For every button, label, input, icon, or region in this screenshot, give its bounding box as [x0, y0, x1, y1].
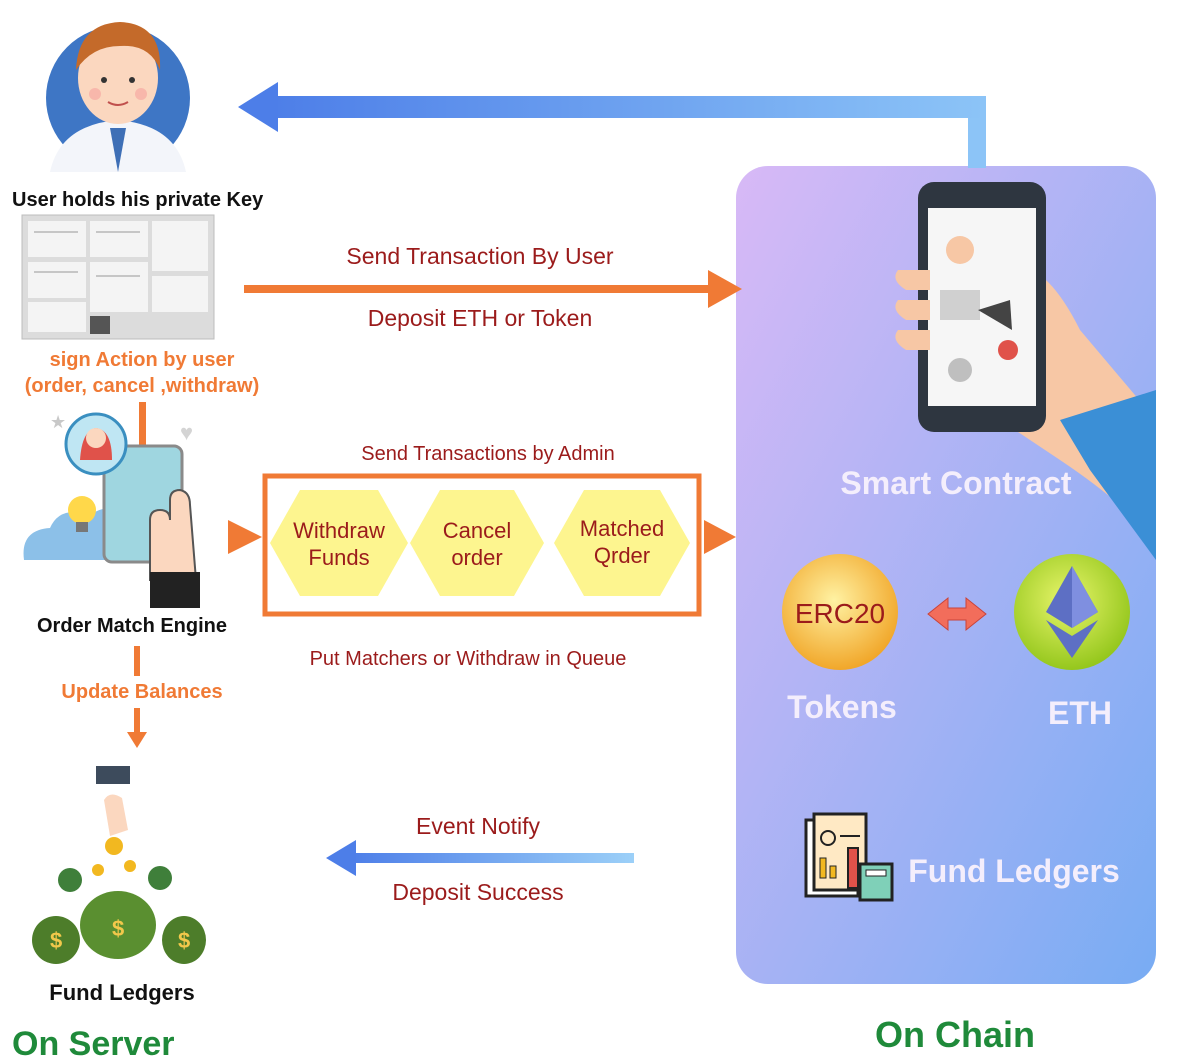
event-notify-label: Event Notify — [416, 813, 540, 839]
svg-text:★: ★ — [50, 412, 66, 432]
svg-text:$: $ — [50, 928, 62, 953]
fund-ledgers-caption: Fund Ledgers — [49, 980, 194, 1005]
deposit-success-label: Deposit Success — [392, 879, 563, 905]
notify-user-arrow — [238, 82, 986, 168]
exchange-arrow-icon — [927, 596, 987, 632]
send-transaction-arrow — [244, 270, 742, 308]
order-match-engine-icon: ★ ♥ — [23, 412, 200, 608]
smart-contract-label: Smart Contract — [840, 465, 1072, 501]
fund-ledgers-chain-label: Fund Ledgers — [908, 853, 1120, 889]
svg-text:$: $ — [112, 916, 124, 941]
sign-action-line1: sign Action by user — [50, 349, 235, 371]
deposit-label: Deposit ETH or Token — [368, 305, 593, 331]
svg-text:$: $ — [178, 928, 190, 953]
hexagon-matched-line2: Qrder — [594, 543, 650, 568]
smart-contract-phone-icon — [895, 182, 1156, 560]
hexagon-withdraw-line2: Funds — [308, 545, 369, 570]
hexagon-cancel-order: Cancel order — [410, 490, 544, 596]
queue-to-chain-arrow — [704, 520, 736, 554]
send-transaction-by-user-label: Send Transaction By User — [346, 243, 614, 269]
update-line-top — [134, 646, 140, 676]
sign-action-line2: (order, cancel ,withdraw) — [25, 375, 260, 397]
erc20-coin-icon: ERC20 — [782, 554, 898, 670]
hexagon-withdraw-line1: Withdraw — [293, 518, 385, 543]
eth-label: ETH — [1048, 695, 1112, 731]
erc20-label: ERC20 — [795, 598, 885, 629]
update-balances-label: Update Balances — [61, 681, 222, 703]
hexagon-matched-order: Matched Qrder — [554, 490, 690, 596]
wallet-screenshot — [21, 214, 215, 340]
svg-text:♥: ♥ — [180, 420, 193, 445]
admin-queue-box — [262, 473, 702, 617]
eth-coin-icon — [1014, 554, 1130, 670]
hexagon-cancel-line2: order — [451, 545, 502, 570]
update-down-arrow — [127, 708, 147, 748]
hexagon-withdraw-funds: Withdraw Funds — [270, 490, 408, 596]
user-caption: User holds his private Key — [12, 189, 264, 211]
hexagon-matched-line1: Matched — [580, 516, 664, 541]
hexagon-cancel-line1: Cancel — [443, 518, 511, 543]
user-avatar-icon — [46, 22, 190, 172]
on-chain-label: On Chain — [875, 1014, 1035, 1055]
tokens-label: Tokens — [787, 689, 897, 725]
queue-label: Put Matchers or Withdraw in Queue — [310, 648, 627, 670]
on-server-label: On Server — [12, 1025, 175, 1061]
engine-to-queue-arrow — [228, 520, 262, 554]
engine-caption: Order Match Engine — [37, 615, 227, 637]
send-transactions-by-admin-label: Send Transactions by Admin — [361, 443, 614, 465]
ledger-document-icon — [804, 812, 894, 902]
money-bags-icon: $ $ $ — [32, 766, 206, 964]
event-notify-arrow — [326, 840, 634, 876]
